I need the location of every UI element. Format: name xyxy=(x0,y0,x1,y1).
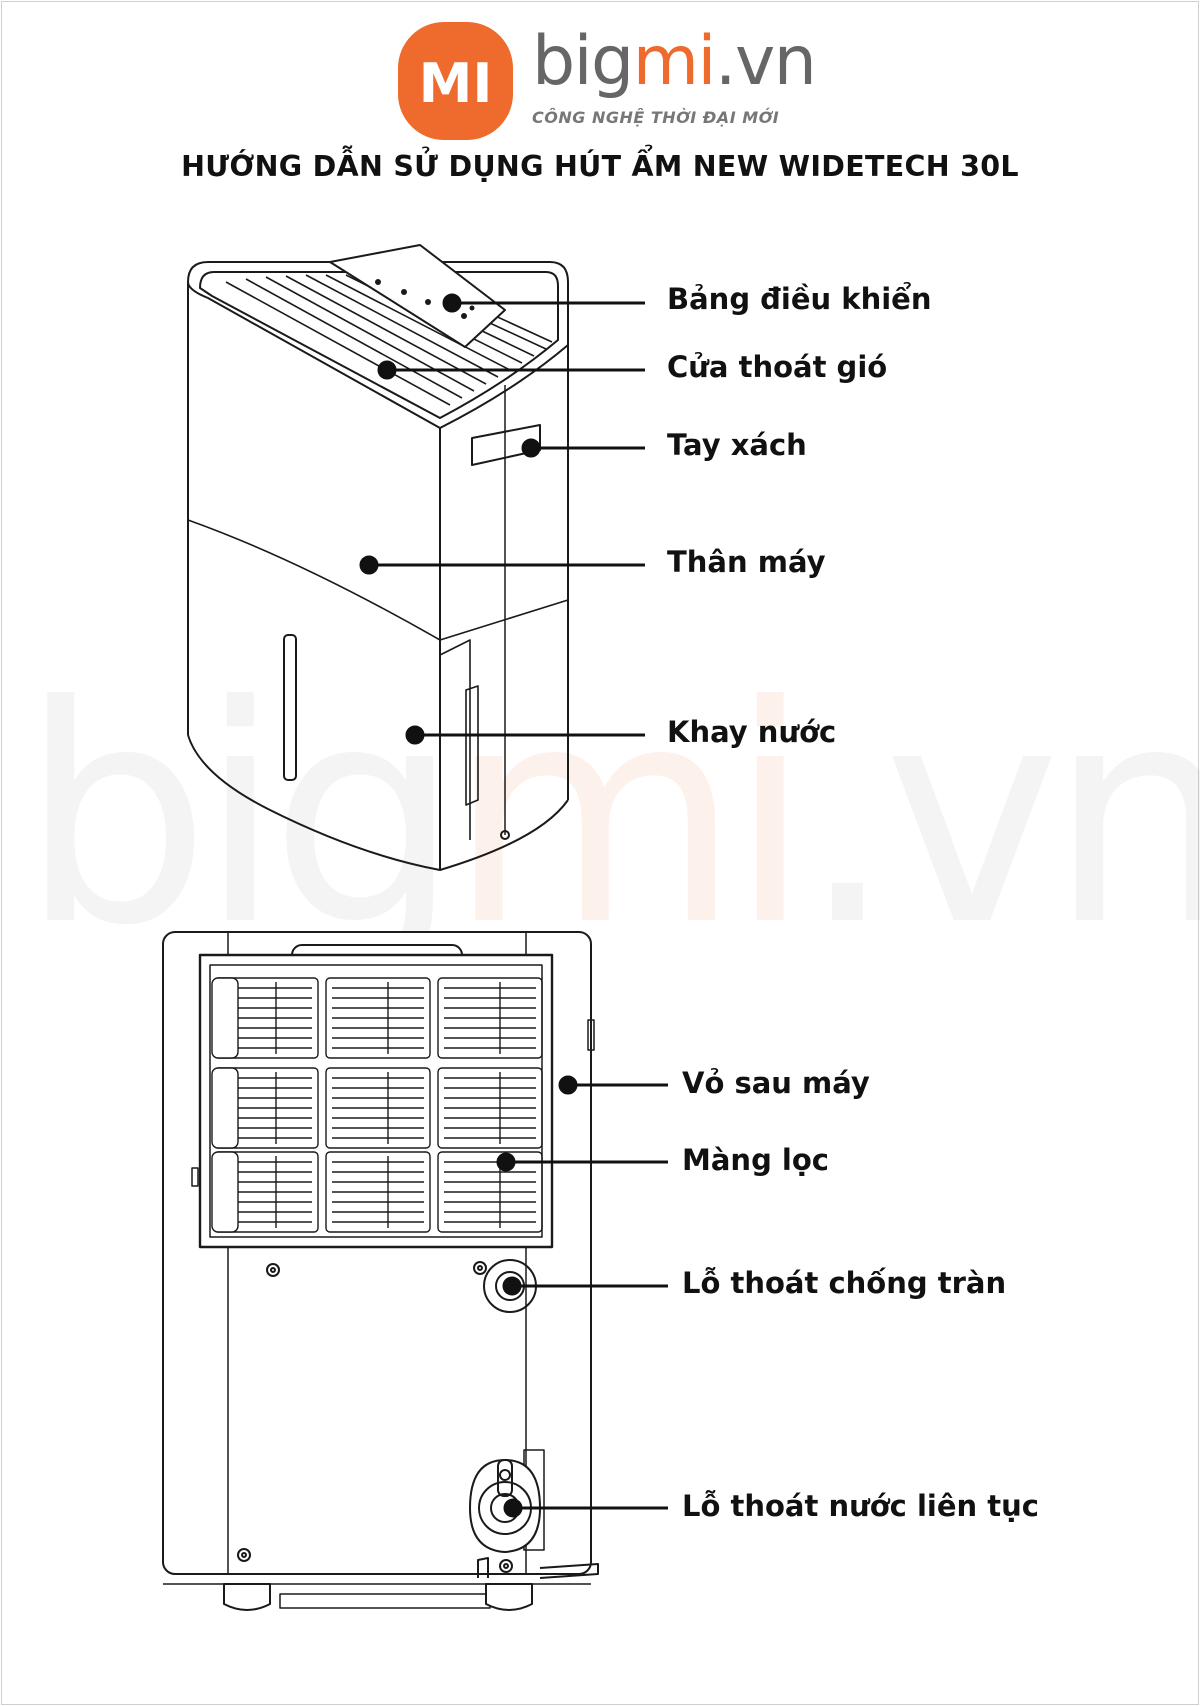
filter-tab xyxy=(211,1151,239,1233)
brand-tagline: CÔNG NGHỆ THỜI ĐẠI MỚI xyxy=(532,108,780,127)
label-back-cover: Vỏ sau máy xyxy=(682,1066,870,1100)
logo-text: MI xyxy=(419,52,493,115)
control-panel-shape xyxy=(329,244,506,348)
label-overflow-drain: Lỗ thoát chống tràn xyxy=(682,1266,1007,1300)
label-handle: Tay xách xyxy=(667,428,807,462)
callout-dot-back-cover xyxy=(558,1075,578,1095)
callout-dot-air-outlet xyxy=(377,360,397,380)
filter-tab xyxy=(211,977,239,1059)
page-title: HƯỚNG DẪN SỬ DỤNG HÚT ẨM NEW WIDETECH 30… xyxy=(181,150,1019,183)
brand-name: bigmi.vn xyxy=(532,22,817,102)
filter-frame xyxy=(198,953,554,1249)
label-filter: Màng lọc xyxy=(682,1143,829,1177)
label-body: Thân máy xyxy=(667,545,826,579)
callout-dot-overflow-drain xyxy=(502,1276,522,1296)
filter-cell xyxy=(325,1067,431,1149)
filter-cell xyxy=(325,977,431,1059)
label-air-outlet: Cửa thoát gió xyxy=(667,350,888,384)
mi-logo-icon: MI xyxy=(398,22,513,140)
filter-cell xyxy=(325,1151,431,1233)
brand-name-prefix: big xyxy=(532,22,634,101)
callout-dot-filter xyxy=(496,1152,516,1172)
callout-dot-body xyxy=(359,555,379,575)
filter-tab xyxy=(211,1067,239,1149)
callout-dot-water-tank xyxy=(405,725,425,745)
filter-cells xyxy=(211,977,543,1233)
callout-dot-control-panel xyxy=(442,293,462,313)
callout-dot-continuous-drain xyxy=(503,1498,523,1518)
label-control-panel: Bảng điều khiển xyxy=(667,282,932,316)
label-water-tank: Khay nước xyxy=(667,715,837,749)
filter-cell xyxy=(437,1067,543,1149)
brand-name-suffix: .vn xyxy=(714,22,817,101)
label-continuous-drain: Lỗ thoát nước liên tục xyxy=(682,1489,1039,1523)
filter-cell xyxy=(437,977,543,1059)
brand-name-accent: mi xyxy=(632,22,717,101)
callout-dot-handle xyxy=(521,438,541,458)
callout-lines xyxy=(359,293,668,1518)
back-view-drawing xyxy=(162,931,599,1611)
filter-cell xyxy=(437,1151,543,1233)
